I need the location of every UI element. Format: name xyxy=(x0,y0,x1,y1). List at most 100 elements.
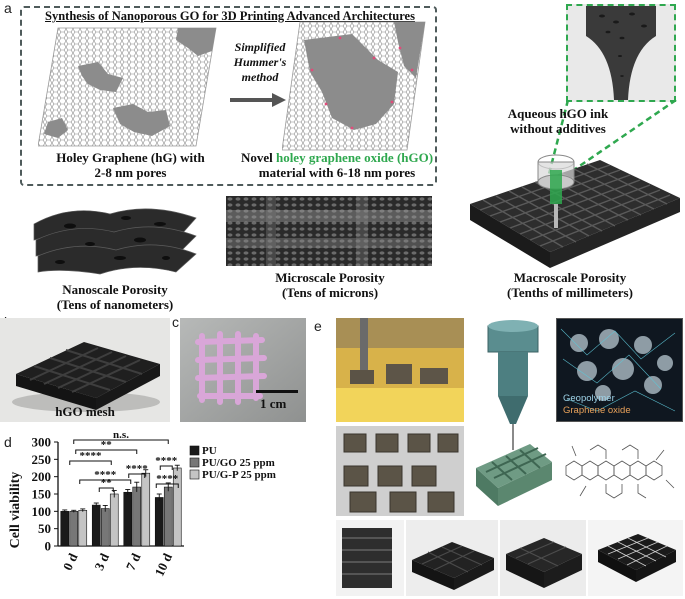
bar xyxy=(100,508,110,547)
microscale-sem-image xyxy=(226,196,432,266)
scalebar-label: 1 cm xyxy=(260,396,287,411)
inset-connector-lines xyxy=(546,100,677,180)
method-line-2: Hummer's xyxy=(233,55,287,69)
printed-cubes-drawing xyxy=(343,433,459,513)
scale-micro-title: Microscale Porosity xyxy=(275,270,385,285)
method-line-3: method xyxy=(241,70,279,84)
sig-bracket-3 xyxy=(98,487,114,492)
panel-letter-a: a xyxy=(4,0,12,16)
sig-bracket-0-7b xyxy=(79,479,132,484)
synthesis-title: Synthesis of Nanoporous GO for 3D Printi… xyxy=(45,9,415,23)
legend-swatch xyxy=(189,457,200,468)
cell-viability-chart: Cell viability 0 50 100 150 200 250 300 0 d 3 d 7… xyxy=(8,429,276,579)
hg-caption: Holey Graphene (hG) with 2-8 nm pores xyxy=(28,150,233,180)
y-axis-title: Cell viability xyxy=(8,472,23,549)
graphene-oxide-label: Graphene oxide xyxy=(563,405,631,416)
x-tick-label: 0 d xyxy=(60,550,81,572)
grid-lattice-drawing xyxy=(598,534,676,582)
bar xyxy=(69,511,79,547)
scale-macro-label: Macroscale Porosity (Tenths of millimete… xyxy=(470,270,670,300)
scale-micro-sub: (Tens of microns) xyxy=(281,285,379,300)
block-lattice-photo xyxy=(500,520,586,596)
stacked-cube-drawing xyxy=(342,528,392,588)
hg-caption-line-1: Holey Graphene (hG) with xyxy=(56,150,205,165)
sig-bracket-10a xyxy=(159,465,173,470)
ink-label: Aqueous hGO ink without additives xyxy=(498,106,618,136)
legend-label: PU xyxy=(202,445,217,457)
print-head-drawing xyxy=(476,320,552,506)
sig-bracket-ns xyxy=(73,439,169,444)
y-tick-label: 150 xyxy=(32,487,52,502)
sig-bracket-0-7b-label: **** xyxy=(94,469,117,481)
bar xyxy=(78,509,88,547)
bar xyxy=(154,497,164,547)
x-tick-label: 7 d xyxy=(123,550,144,572)
wide-lattice-drawing xyxy=(412,542,494,590)
y-tick-label: 200 xyxy=(32,469,52,484)
printed-lattice-photo: 1 cm xyxy=(180,318,306,422)
wide-lattice-photo xyxy=(406,520,498,596)
sig-bracket-ns-label: n.s. xyxy=(113,429,129,441)
y-tick-label: 250 xyxy=(32,452,52,467)
panel-letter-e: e xyxy=(314,318,322,334)
x-tick-label: 3 d xyxy=(91,550,112,572)
sem-texture xyxy=(226,196,432,266)
legend-label: PU/G-P 25 ppm xyxy=(202,469,276,481)
graphene-oxide-molecule-drawing xyxy=(556,426,683,516)
sig-bracket-0-7-label: ** xyxy=(101,439,113,451)
legend-swatch xyxy=(189,445,200,456)
method-arrow xyxy=(230,93,286,107)
printer-photo xyxy=(336,318,464,422)
hgo-mesh-photo: hGO mesh xyxy=(0,318,170,422)
synthesis-box xyxy=(20,6,437,186)
nozzle-inset xyxy=(566,4,676,102)
y-tick-label: 50 xyxy=(38,521,51,536)
y-tick-label: 100 xyxy=(32,504,52,519)
hgo-caption-line-2: material with 6-18 nm pores xyxy=(258,165,416,180)
geopolymer-structure-drawing xyxy=(560,328,676,412)
sig-bracket-0-7 xyxy=(75,449,138,454)
holey-graphene-sheet xyxy=(38,27,217,147)
sig-bracket-0-3-label: **** xyxy=(80,450,103,462)
ink-label-line-1: Aqueous hGO ink xyxy=(507,106,609,121)
nozzle-inset-drawing xyxy=(586,6,656,100)
ink-label-line-2: without additives xyxy=(510,121,606,136)
legend-swatch xyxy=(189,469,200,480)
legend-label: PU/GO 25 ppm xyxy=(202,457,275,469)
scale-nano-sub: (Tens of nanometers) xyxy=(56,297,174,312)
nanoscale-sheets xyxy=(33,208,197,275)
bar xyxy=(141,472,151,547)
hg-caption-line-2: 2-8 nm pores xyxy=(94,165,167,180)
sig-bracket-3-label: ** xyxy=(101,477,113,489)
holey-graphene-oxide-sheet xyxy=(282,21,426,151)
hgo-caption-prefix: Novel xyxy=(240,150,276,165)
bar xyxy=(60,511,70,547)
printed-cubes-photo xyxy=(336,426,464,516)
bar xyxy=(109,493,119,547)
method-line-1: Simplified xyxy=(234,40,286,54)
sig-bracket-7-label: **** xyxy=(126,463,149,475)
panel-letter-d: d xyxy=(4,434,12,450)
hgo-caption-highlight: holey graphene oxide (hGO) xyxy=(275,150,434,165)
scale-micro-label: Microscale Porosity (Tens of microns) xyxy=(230,270,430,300)
hgo-mesh-drawing xyxy=(12,342,160,412)
grid-lattice-photo xyxy=(588,520,683,596)
bar xyxy=(91,504,101,547)
bar xyxy=(123,491,133,547)
geopolymer-structure-image: Geopolymer Graphene oxide xyxy=(556,318,683,422)
y-tick-label: 0 xyxy=(45,539,52,554)
printed-lattice-drawing xyxy=(180,318,306,422)
macroscale-lattice xyxy=(470,154,680,268)
printer-photo-drawing xyxy=(336,318,464,422)
sig-bracket-10b-label: **** xyxy=(156,473,179,485)
scale-nano-label: Nanoscale Porosity (Tens of nanometers) xyxy=(30,282,200,312)
scale-macro-sub: (Tenths of millimeters) xyxy=(507,285,633,300)
hgo-caption: Novel holey graphene oxide (hGO) materia… xyxy=(232,150,442,180)
x-tick-label: 10 d xyxy=(151,550,175,578)
hgo-caption-line-1: Novel holey graphene oxide (hGO) xyxy=(232,150,442,165)
y-tick-label: 300 xyxy=(32,435,52,450)
scalebar-line xyxy=(256,390,298,393)
method-label: Simplified Hummer's method xyxy=(220,40,300,85)
sig-bracket-10a-label: **** xyxy=(155,455,178,467)
bar xyxy=(132,486,142,547)
